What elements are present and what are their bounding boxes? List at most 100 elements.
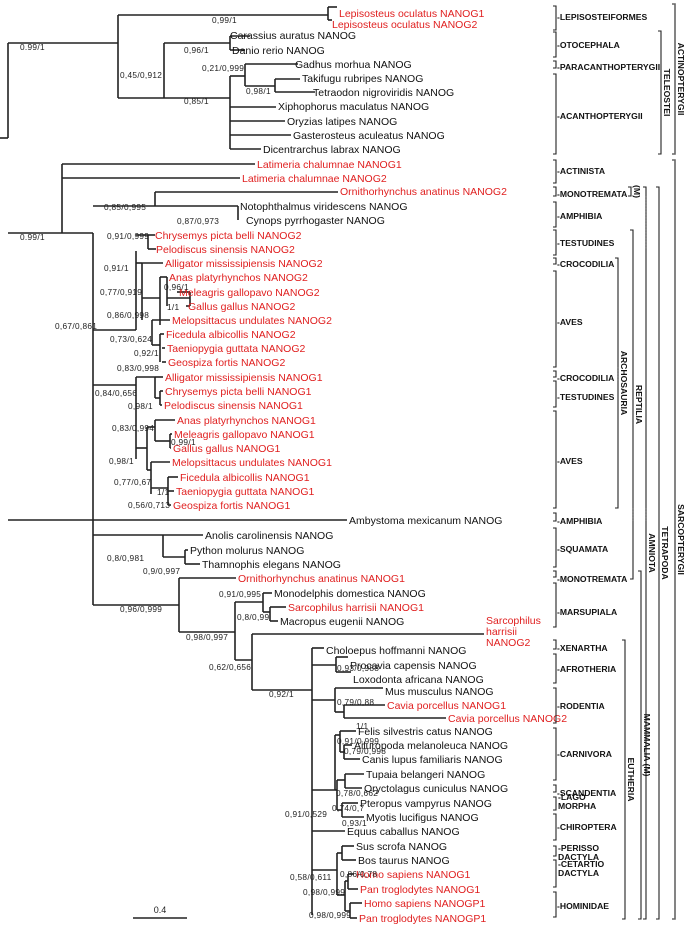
scale-bar: 0.4	[133, 905, 187, 919]
leaf-label: Geospiza fortis NANOG1	[173, 500, 290, 512]
leaf-label: Sarcophilus	[486, 615, 541, 627]
clade-bracket	[553, 512, 557, 522]
leaf-label: Lepisosteus oculatus NANOG2	[332, 19, 477, 31]
leaf-label: Procavia capensis NANOG	[350, 660, 477, 672]
clade-bracket	[553, 270, 557, 368]
clade-bracket	[553, 653, 557, 684]
support-value: 0,98/1	[109, 456, 134, 466]
leaf-label: Taeniopygia guttata NANOG2	[167, 343, 305, 355]
clade-label: -SQUAMATA	[557, 544, 608, 554]
support-value: 0,98/0,999	[303, 887, 345, 897]
support-value: 0,74/0,7	[332, 803, 364, 813]
leaf-label: Ficedula albicollis NANOG1	[180, 472, 310, 484]
support-value: 0,99/1	[171, 437, 196, 447]
leaf-label: Gasterosteus aculeatus NANOG	[293, 130, 445, 142]
clade-label: -AFROTHERIA	[557, 664, 616, 674]
leaf-label: Pteropus vampyrus NANOG	[360, 798, 492, 810]
leaf-label: Oryctolagus cuniculus NANOG	[364, 783, 508, 795]
leaf-label: Gallus gallus NANOG2	[188, 301, 296, 313]
higher-clade-bracket	[672, 3, 676, 155]
higher-clade-label: ARCHOSAURIA	[619, 351, 629, 415]
higher-clade-label: TETRAPODA	[660, 526, 670, 579]
support-value: 0,8/0,981	[107, 553, 144, 563]
leaf-label: Danio rerio NANOG	[232, 45, 325, 57]
clade-label: MORPHA	[558, 801, 596, 811]
clade-label: -SCANDENTIA	[557, 788, 616, 798]
clade-label: -MONOTREMATA	[557, 574, 627, 584]
leaf-label: Ambystoma mexicanum NANOG	[349, 515, 502, 527]
leaf-label: Thamnophis elegans NANOG	[202, 559, 341, 571]
clade-label: -CETARTIO	[558, 859, 604, 869]
support-value: 1/1	[157, 487, 170, 497]
leaf-label: Latimeria chalumnae NANOG1	[257, 159, 402, 171]
leaf-label: Ornithorhynchus anatinus NANOG1	[238, 573, 405, 585]
clade-label: -CHIROPTERA	[557, 822, 617, 832]
support-value: 0,98/0,999	[309, 910, 351, 920]
clade-label: -MONOTREMATA	[557, 189, 627, 199]
support-value: 0,83/0,994	[112, 423, 154, 433]
support-value: 0,78/0,662	[336, 788, 378, 798]
support-value: 0,92/1	[134, 348, 159, 358]
leaf-label: Homo sapiens NANOG1	[356, 869, 471, 881]
support-value: 0,58/0,611	[290, 872, 332, 882]
support-value: 0,98/0,997	[186, 632, 228, 642]
clade-bracket	[553, 73, 557, 155]
support-value: 0,92/1	[269, 689, 294, 699]
clade-label: -AMPHIBIA	[557, 211, 602, 221]
support-value: 0,91/0,999	[337, 736, 379, 746]
leaf-label: Sus scrofa NANOG	[356, 841, 447, 853]
clade-bracket	[553, 380, 557, 408]
clade-label: -CROCODILIA	[557, 373, 614, 383]
clade-label: -RODENTIA	[557, 701, 605, 711]
leaf-label: Latimeria chalumnae NANOG2	[242, 173, 387, 185]
higher-clade-label: AMNIOTA	[647, 533, 657, 572]
support-value: 0,79/0,998	[344, 746, 386, 756]
leaf-label: Melopsittacus undulates NANOG2	[172, 315, 332, 327]
leaf-label: Tetraodon nigroviridis NANOG	[313, 87, 454, 99]
clade-bracket	[553, 527, 557, 568]
clade-bracket	[553, 784, 557, 793]
support-value: 0,79/0,88	[337, 697, 374, 707]
leaf-label: Pan troglodytes NANOGP1	[359, 913, 486, 925]
leaf-label: Chrysemys picta belli NANOG1	[165, 386, 312, 398]
clade-label: -TESTUDINES	[557, 238, 615, 248]
clade-bracket	[553, 813, 557, 841]
clade-label: -HOMINIDAE	[557, 901, 609, 911]
leaf-label: Myotis lucifigus NANOG	[366, 812, 479, 824]
clade-bracket	[553, 370, 557, 378]
support-value: 0,84/0,656	[95, 388, 137, 398]
leaf-label: Bos taurus NANOG	[358, 855, 450, 867]
support-value: 0,96/1	[184, 45, 209, 55]
leaf-label: Alligator mississipiensis NANOG2	[165, 258, 323, 270]
clade-bracket	[553, 60, 557, 69]
clade-bracket	[553, 229, 557, 256]
clade-bracket	[553, 639, 557, 650]
clade-label: -OTOCEPHALA	[557, 40, 620, 50]
leaf-label: Lepisosteus oculatus NANOG1	[339, 8, 484, 20]
higher-clade-bracket	[656, 186, 660, 920]
support-value: 0,98/1	[246, 86, 271, 96]
clade-bracket	[553, 186, 557, 197]
clade-label: -PARACANTHOPTERYGII	[557, 62, 660, 72]
clade-bracket	[553, 5, 557, 31]
leaf-label: NANOG2	[486, 637, 531, 649]
leaf-label: Monodelphis domestica NANOG	[274, 588, 426, 600]
higher-clade-label: (M)	[632, 185, 642, 198]
leaf-label: Ornithorhynchus anatinus NANOG2	[340, 186, 507, 198]
clade-label: -CARNIVORA	[557, 749, 612, 759]
leaf-label: Xiphophorus maculatus NANOG	[278, 101, 429, 113]
leaf-label: Dicentrarchus labrax NANOG	[263, 144, 401, 156]
support-value: 1/1	[167, 302, 180, 312]
clade-label: -ACANTHOPTERYGII	[557, 111, 643, 121]
clade-label: -LEPISOSTEIFORMES	[557, 12, 648, 22]
support-value: 0,87/0,973	[177, 216, 219, 226]
clade-bracket	[553, 159, 557, 184]
higher-clade-bracket	[638, 570, 642, 920]
leaf-label: Homo sapiens NANOGP1	[364, 898, 486, 910]
higher-clade-bracket	[628, 186, 632, 197]
leaf-label: Cavia porcellus NANOG2	[448, 713, 567, 725]
leaf-label: Choloepus hoffmanni NANOG	[326, 645, 466, 657]
support-value: 1/1	[356, 721, 369, 731]
